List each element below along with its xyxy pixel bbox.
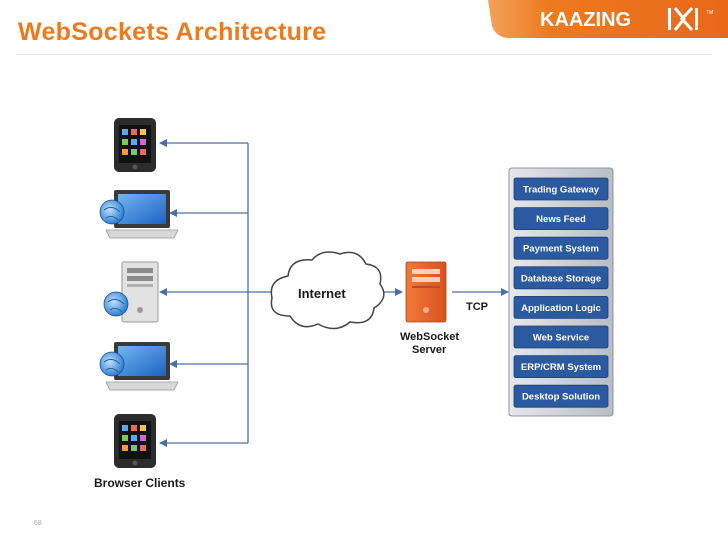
browser-clients-label: Browser Clients: [94, 476, 186, 490]
websocket-server-icon: [405, 261, 447, 323]
service-box: Application Logic: [513, 295, 609, 319]
service-box: Web Service: [513, 325, 609, 349]
logo-wordmark: KAAZING: [540, 9, 631, 31]
slide-title: WebSockets Architecture: [18, 18, 327, 46]
kaazing-logo: KAAZING TM: [470, 0, 728, 38]
service-label: Web Service: [533, 333, 589, 344]
internet-label: Internet: [298, 286, 346, 301]
websocket-server-label-line2: Server: [412, 344, 447, 356]
service-label: Application Logic: [521, 303, 601, 314]
logo-k-mark-icon: [668, 6, 698, 32]
logo-trademark: TM: [706, 10, 713, 16]
service-box: ERP/CRM System: [513, 355, 609, 379]
service-label: Payment System: [523, 244, 599, 255]
title-divider: [16, 54, 712, 55]
smartphone-icon: [114, 118, 156, 172]
service-label: Database Storage: [521, 273, 601, 284]
laptop-icon: [99, 342, 179, 391]
tcp-label: TCP: [466, 301, 488, 313]
smartphone-icon: [114, 414, 156, 468]
page-number: 68: [34, 520, 42, 527]
laptop-icon: [99, 190, 179, 239]
service-label: News Feed: [536, 214, 586, 225]
service-box: Payment System: [513, 236, 609, 260]
service-label: Desktop Solution: [522, 392, 600, 403]
service-box: Trading Gateway: [513, 177, 609, 201]
service-box: Desktop Solution: [513, 384, 609, 408]
service-box: News Feed: [513, 207, 609, 231]
service-label: ERP/CRM System: [521, 362, 601, 373]
internet-cloud-icon: [270, 251, 385, 330]
service-box: Database Storage: [513, 266, 609, 290]
websocket-server-label: WebSocket: [400, 331, 459, 343]
client-connectors: [159, 139, 509, 447]
desktop-server-icon: [103, 261, 159, 323]
service-label: Trading Gateway: [523, 185, 600, 196]
